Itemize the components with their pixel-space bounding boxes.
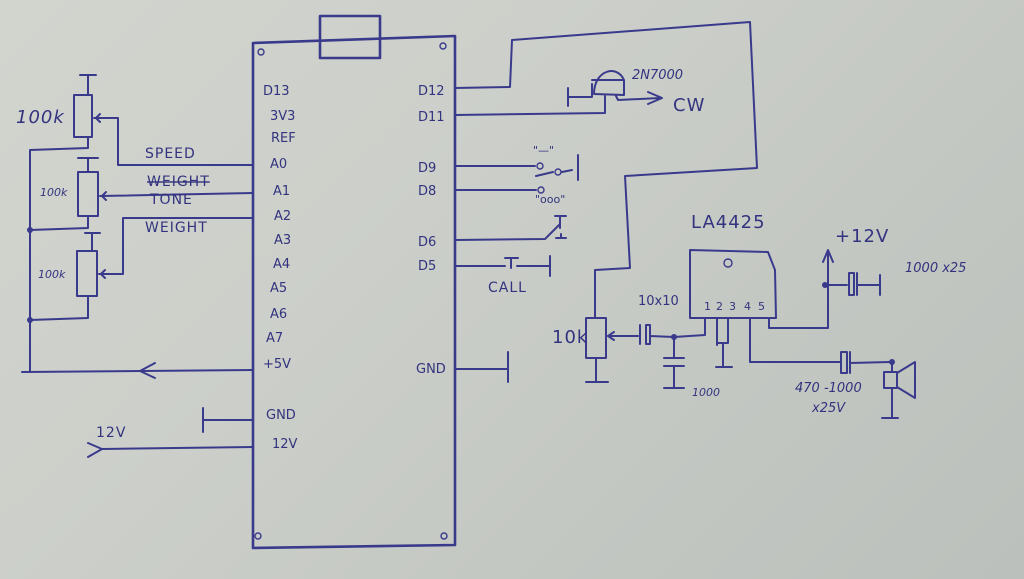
ground-symbol-left [202,407,254,433]
pin-5v: +5V [263,357,291,372]
pin-d13: D13 [263,84,290,99]
paddle-dash-label: "—" [533,144,554,157]
chip-pin-3: 3 [729,300,736,313]
plus12v-label: +12V [835,226,889,247]
supply-cap [824,272,881,296]
microcontroller-module [251,14,457,550]
output-cap [834,351,893,374]
signal-speed-label: SPEED [145,146,196,162]
pin-a4: A4 [273,257,290,272]
pin-a2: A2 [274,209,291,224]
call-label: CALL [488,280,527,296]
pin-a0: A0 [270,157,287,172]
call-button-switch [454,255,551,277]
mount-hole [439,42,447,50]
signal-weight-label: WEIGHT [145,220,208,236]
d12-tone-wire [454,21,758,319]
pot-speed-value: 100k [16,107,65,128]
pin-ref: REF [271,131,296,146]
chip-pin-5: 5 [758,300,765,313]
speaker [881,361,899,419]
paddle-dot-label: "ooo" [535,193,565,206]
pin-gnd: GND [266,408,296,423]
pin-d11: D11 [418,110,445,125]
la4425-chip [689,249,777,319]
pin-d12: D12 [418,84,445,99]
right-pin-labels: D12 D11 D9 D8 D6 D5 GND [416,84,446,377]
usb-connector [318,14,382,60]
mount-hole [257,48,265,56]
pin-d9: D9 [418,161,436,176]
amplifier-circuit [585,249,916,419]
left-pin-labels: D13 3V3 REF A0 A1 A2 A3 A4 A5 A6 A7 +5V … [263,84,298,452]
ground-symbol-right [454,351,509,383]
pin-gnd-right: GND [416,362,446,377]
power-input-12v [87,442,254,458]
power-input-label: 12V [96,425,126,441]
pin-a5: A5 [270,281,287,296]
potentiometer-bank [21,74,254,379]
chip-pin-1: 1 [704,300,711,313]
input-cap-label: 10x10 [638,294,679,309]
pot-tone-value: 100k [40,186,68,199]
pin-d6: D6 [418,235,436,250]
pin-a7: A7 [266,331,283,346]
pin-12v: 12V [272,437,298,452]
bypass-cap-label: 1000 [692,386,720,399]
pin-3v3: 3V3 [270,109,295,124]
pin-a1: A1 [273,184,290,199]
chip-pin-4: 4 [744,300,751,313]
mount-hole [254,532,262,540]
cw-output-label: CW [673,95,705,116]
supply-cap-label: 1000 x25 [905,261,966,276]
signal-tone-label: TONE [149,192,193,208]
pin-d5: D5 [418,259,436,274]
struck-weight-label: WEIGHT [147,174,210,190]
pin-d8: D8 [418,184,436,199]
transistor-label: 2N7000 [632,68,683,83]
chip-label: LA4425 [691,212,766,233]
chip-pin-2: 2 [716,300,723,313]
output-cap-label-1: 470 -1000 [795,381,862,396]
switch-d6 [454,215,567,241]
volume-pot-label: 10k [552,327,588,348]
volume-pot [585,317,607,359]
pin-a6: A6 [270,307,287,322]
mount-hole [440,532,448,540]
pot-weight-value: 100k [38,268,66,281]
pin-a3: A3 [274,233,291,248]
output-cap-label-2: x25V [811,401,846,416]
transistor-2n7000 [591,70,625,96]
